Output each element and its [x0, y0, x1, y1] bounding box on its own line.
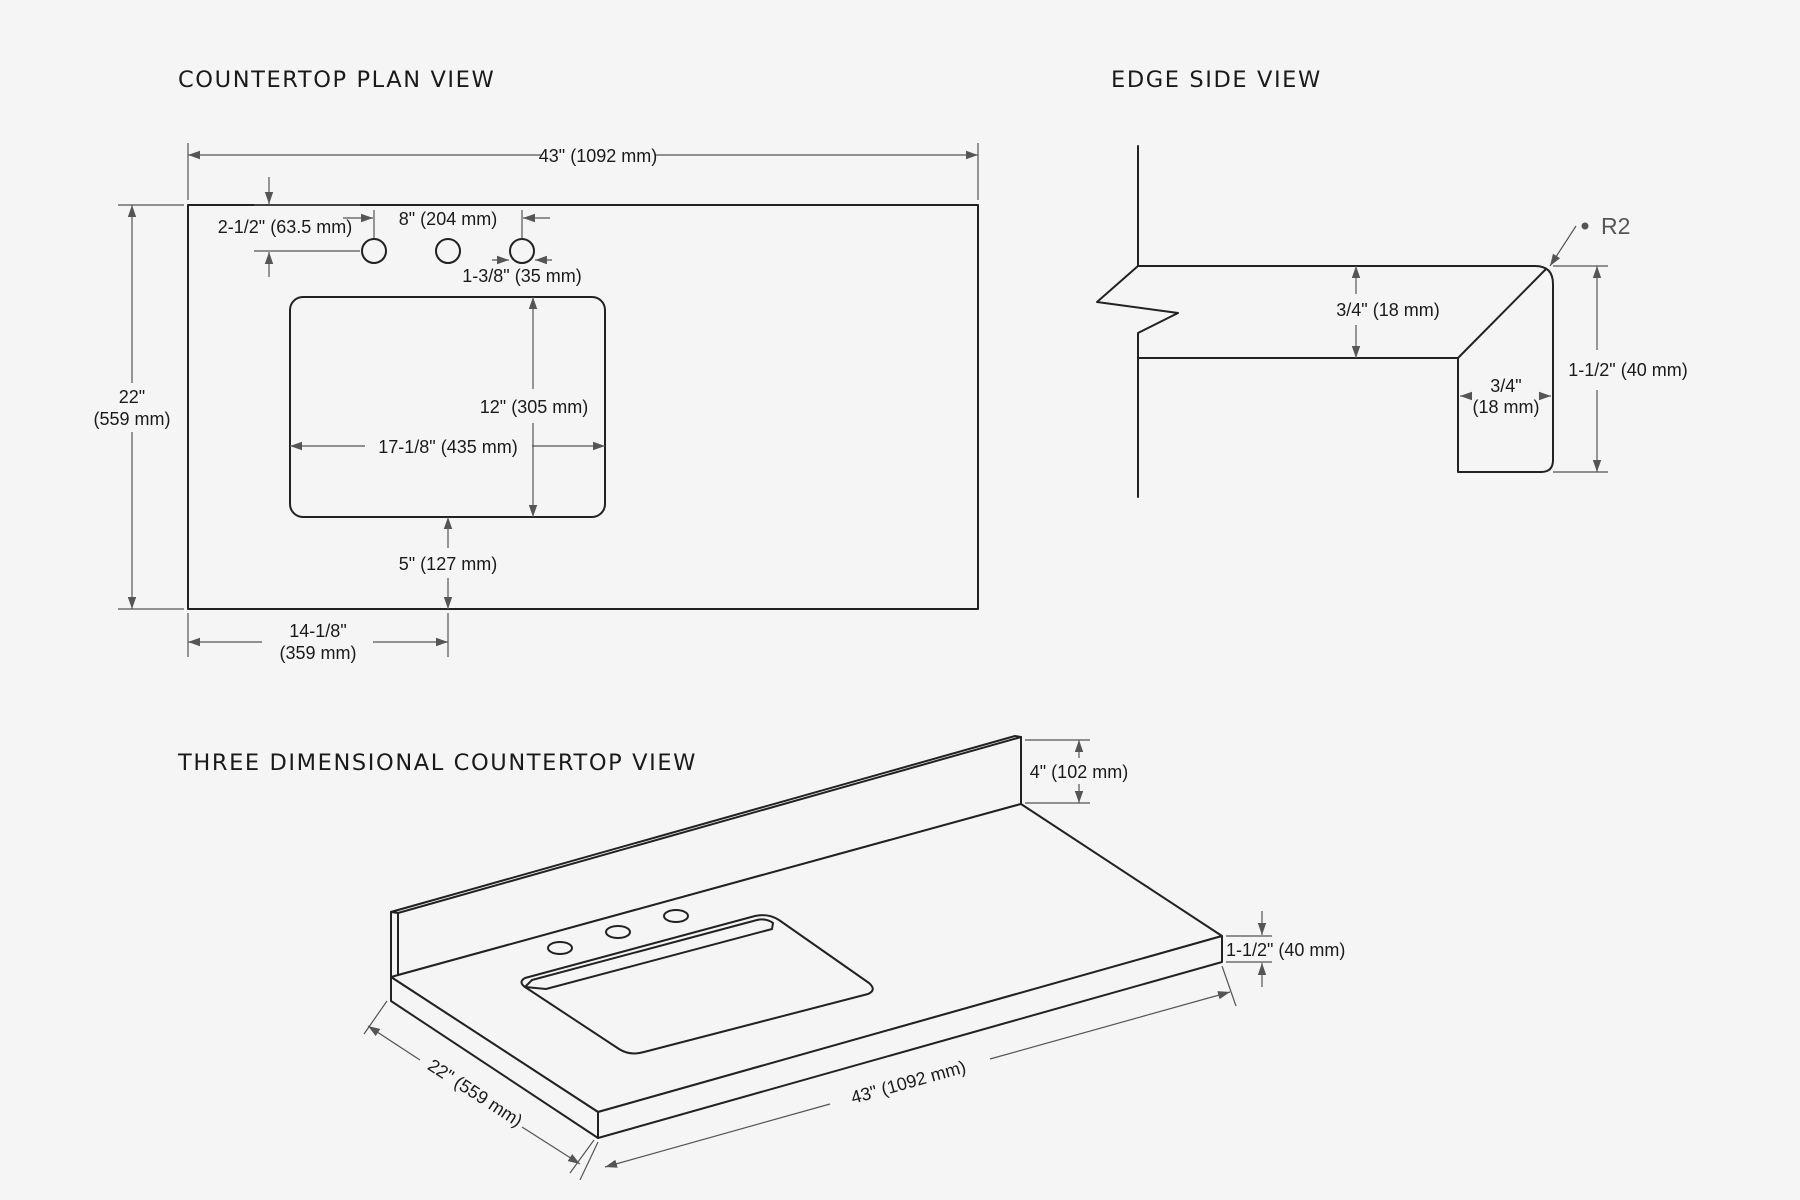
plan-dim-sink-center: 14-1/8" (359 mm): [187, 613, 449, 663]
plan-countertop-outline: [187, 204, 979, 610]
plan-dim-sink-width: 17-1/8" (435 mm): [290, 437, 605, 457]
plan-dim-faucet-spread: 8" (204 mm): [343, 209, 550, 238]
3d-dim-edge-thickness: 1-1/2" (40 mm): [1226, 911, 1345, 987]
edge-view: R2 3/4" (18 mm) 1-1/2" (40 mm) 3/4" (18 …: [1096, 145, 1688, 498]
3d-faucet-hole-right: [663, 909, 689, 923]
edge-dim-height: 1-1/2" (40 mm): [1553, 265, 1688, 473]
plan-dim-sink-depth: 12" (305 mm): [480, 297, 588, 517]
edge-apron-label-1: 3/4": [1490, 376, 1521, 396]
3d-edge-thickness-label: 1-1/2" (40 mm): [1226, 940, 1345, 960]
plan-sink-width-label: 17-1/8" (435 mm): [378, 437, 517, 457]
plan-overall-depth-label-2: (559 mm): [93, 409, 170, 429]
plan-view-title: COUNTERTOP PLAN VIEW: [178, 67, 495, 93]
plan-sink-center-label-1: 14-1/8": [289, 621, 346, 641]
edge-radius-label: R2: [1601, 213, 1630, 239]
plan-faucet-hole-right: [509, 238, 535, 264]
edge-radius-dot: [1581, 222, 1589, 230]
plan-dim-hole-diameter: 1-3/8" (35 mm): [462, 255, 582, 286]
plan-dim-faucet-setback: 2-1/2" (63.5 mm): [218, 177, 360, 277]
edge-apron-label-2: (18 mm): [1473, 397, 1540, 417]
edge-height-label: 1-1/2" (40 mm): [1568, 360, 1687, 380]
plan-dim-overall-depth: 22" (559 mm): [93, 204, 184, 610]
plan-faucet-hole-center: [435, 238, 461, 264]
3d-dim-backsplash-height: 4" (102 mm): [1025, 739, 1128, 804]
edge-miter-line: [1457, 268, 1547, 359]
plan-overall-depth-label-1: 22": [119, 387, 145, 407]
plan-dim-overall-width: 43" (1092 mm): [187, 143, 979, 200]
3d-sink-outline: [520, 914, 874, 1055]
plan-overall-width-label: 43" (1092 mm): [539, 146, 657, 166]
3d-backsplash-height-label: 4" (102 mm): [1030, 762, 1128, 782]
plan-faucet-setback-label: 2-1/2" (63.5 mm): [218, 217, 352, 237]
plan-faucet-spread-label: 8" (204 mm): [399, 209, 497, 229]
three-d-view-title: THREE DIMENSIONAL COUNTERTOP VIEW: [177, 750, 697, 776]
edge-dim-radius: R2: [1549, 213, 1630, 267]
3d-backsplash-side: [390, 911, 399, 978]
3d-countertop-side-edge: [390, 976, 599, 1139]
edge-dim-top-thickness: 3/4" (18 mm): [1336, 266, 1440, 358]
3d-sink-inner-rim: [524, 918, 774, 990]
plan-faucet-hole-left: [361, 238, 387, 264]
plan-dim-sink-front: 5" (127 mm): [399, 517, 497, 609]
plan-hole-diameter-label: 1-3/8" (35 mm): [462, 266, 581, 286]
plan-sink-depth-label: 12" (305 mm): [480, 397, 588, 417]
edge-wall-line: [1096, 145, 1179, 498]
three-d-view: 4" (102 mm) 1-1/2" (40 mm) 43" (1092 mm)…: [363, 735, 1345, 1181]
3d-faucet-hole-left: [547, 941, 573, 955]
plan-sink-center-label-2: (359 mm): [279, 643, 356, 663]
3d-faucet-hole-center: [605, 925, 631, 939]
plan-sink-front-label: 5" (127 mm): [399, 554, 497, 574]
3d-width-label: 43" (1092 mm): [849, 1057, 968, 1108]
edge-top-thickness-label: 3/4" (18 mm): [1336, 300, 1439, 320]
edge-profile: [1137, 265, 1554, 473]
edge-view-title: EDGE SIDE VIEW: [1111, 67, 1322, 93]
plan-view: 43" (1092 mm) 22" (559 mm) 2-1/2" (63.5 …: [93, 143, 979, 663]
edge-dim-apron: 3/4" (18 mm): [1460, 376, 1551, 417]
